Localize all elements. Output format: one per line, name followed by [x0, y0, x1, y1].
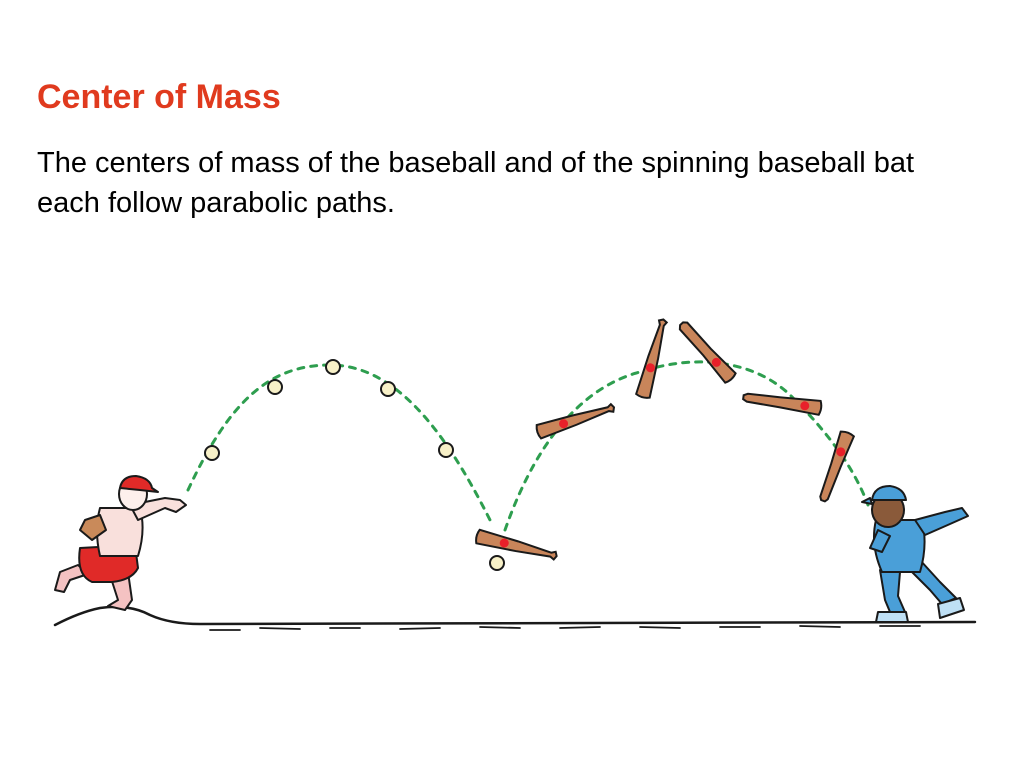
baseball — [204, 445, 220, 461]
ground-line — [53, 605, 977, 631]
bat-trajectory — [503, 360, 870, 532]
baseball-bat — [635, 318, 669, 399]
baseball — [438, 442, 454, 458]
pitcher-figure — [54, 475, 187, 611]
baseball-positions — [204, 359, 505, 571]
baseball-bat — [678, 321, 737, 384]
baseball-bat — [535, 402, 616, 440]
baseball — [325, 359, 341, 375]
slide-body-text: The centers of mass of the baseball and … — [37, 147, 915, 219]
slide-title: Center of Mass — [37, 78, 281, 116]
bat-positions — [475, 318, 856, 561]
baseball — [489, 555, 505, 571]
baseball-bat — [475, 528, 558, 561]
baseball — [380, 381, 396, 397]
baseball-bat — [742, 392, 823, 416]
baseball — [267, 379, 283, 395]
baseball-bat — [819, 430, 856, 503]
batter-figure — [861, 485, 969, 623]
